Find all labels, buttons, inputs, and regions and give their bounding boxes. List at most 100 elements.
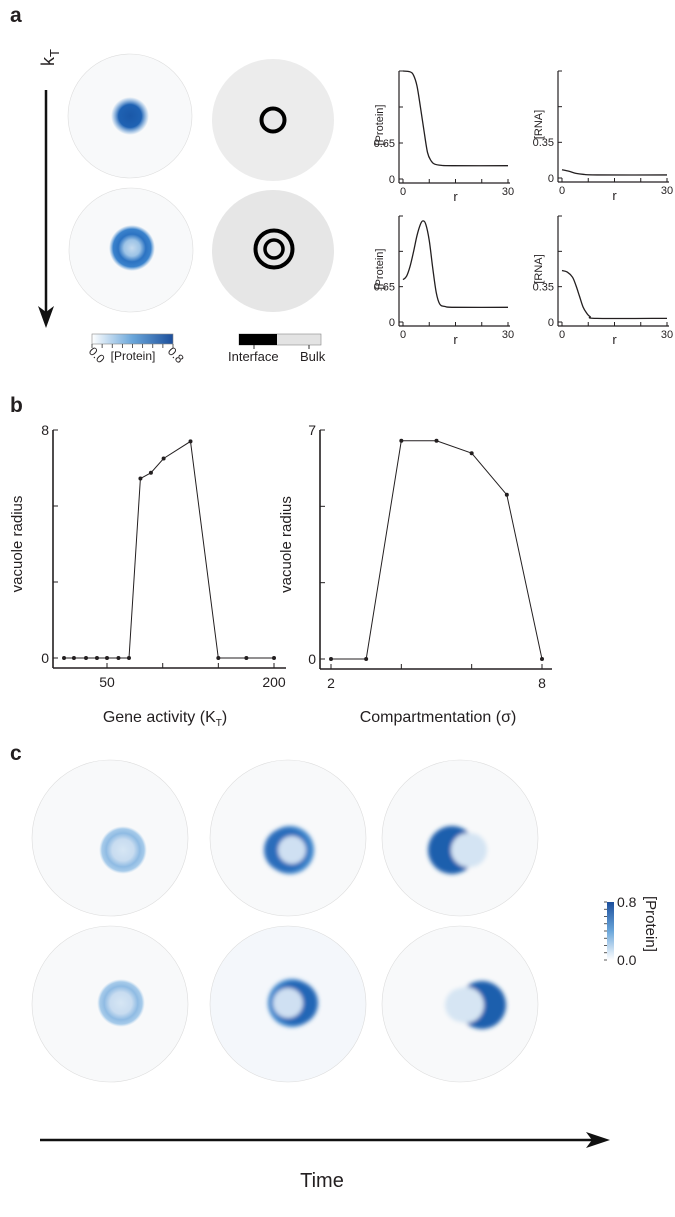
protein-colorbar: 0.0 0.8 [Protein]	[86, 333, 187, 366]
y-tick-label: 8	[41, 422, 49, 438]
y-axis-label: [RNA]	[533, 110, 545, 139]
data-point	[161, 456, 166, 461]
time-domain-3-bottom	[381, 925, 539, 1083]
x-tick-label: 30	[502, 329, 514, 341]
x-tick-label: 0	[559, 329, 565, 341]
time-arrow: Time	[40, 1132, 610, 1192]
data-point	[188, 439, 193, 444]
arrow-head-icon	[586, 1132, 610, 1148]
phase-label-interface: Interface	[228, 349, 279, 364]
x-tick-label: 0	[559, 185, 565, 197]
y-tick-label: 0	[308, 651, 316, 667]
data-point	[540, 657, 544, 661]
data-point	[434, 438, 439, 443]
panel-label-c: c	[10, 742, 22, 765]
x-axis-label: r	[453, 332, 458, 347]
x-axis-label: Compartmentation (σ)	[360, 709, 517, 726]
time-colorbar: 0.8 0.0 [Protein]	[604, 894, 659, 968]
x-tick-label: 30	[661, 185, 673, 197]
time-domain-2-top	[209, 759, 367, 917]
time-domain-1-bottom	[31, 925, 189, 1083]
x-tick-label: 30	[661, 329, 673, 341]
colorbar-min-label: 0.0	[86, 344, 108, 366]
x-axis-label: r	[612, 332, 617, 347]
data-point	[116, 656, 121, 660]
y-axis-label: vacuole radius	[9, 496, 26, 593]
data-point	[329, 657, 333, 661]
data-point	[364, 657, 369, 661]
colorbar-label: [Protein]	[111, 349, 156, 363]
y-tick-label: 0	[389, 317, 395, 329]
domain-protein-top	[67, 53, 193, 179]
data-point	[126, 656, 131, 660]
phase-colorbar: Interface Bulk	[228, 333, 326, 364]
arrow-head-icon	[38, 306, 54, 328]
series-line	[402, 70, 509, 167]
y-tick-label: 0.65	[374, 282, 395, 294]
series-line	[402, 220, 509, 309]
chart-0: 0 0.65 0 30 [Protein] r	[374, 70, 514, 204]
chart-1: 0 0.35 0 30 [RNA] r	[533, 70, 673, 203]
y-tick-label: 0.65	[374, 138, 395, 150]
panel-label-b: b	[10, 394, 23, 417]
y-axis-label: [Protein]	[374, 105, 386, 146]
y-axis-label: vacuole radius	[278, 496, 295, 593]
y-tick-label: 7	[308, 422, 316, 438]
x-tick-label: 50	[99, 674, 115, 690]
x-axis-label: r	[612, 188, 617, 203]
x-tick-label: 0	[400, 186, 406, 198]
kt-arrow: kT	[38, 49, 62, 328]
x-tick-label: 8	[538, 675, 546, 691]
data-point	[71, 656, 76, 660]
kt-label: kT	[38, 49, 62, 66]
data-point	[105, 656, 109, 660]
time-label: Time	[300, 1170, 344, 1192]
x-tick-label: 2	[327, 675, 335, 691]
data-point	[148, 470, 153, 475]
data-point	[504, 492, 509, 497]
y-tick-label: 0	[41, 650, 49, 666]
y-axis-label: [RNA]	[533, 254, 545, 283]
domain-protein-bottom	[68, 187, 194, 313]
x-tick-label: 30	[502, 186, 514, 198]
phase-label-bulk: Bulk	[300, 349, 326, 364]
panel-label-a: a	[10, 4, 22, 27]
series-line	[561, 169, 668, 176]
data-point	[469, 451, 474, 456]
data-point	[83, 656, 88, 660]
series-line	[561, 269, 668, 320]
colorbar-max-label: 0.8	[617, 894, 637, 910]
data-point	[138, 476, 143, 481]
time-domain-2-bottom	[209, 925, 367, 1083]
colorbar-max-label: 0.8	[165, 344, 187, 366]
y-axis-label: [Protein]	[374, 249, 386, 290]
x-axis-label: Gene activity (KT)	[103, 709, 227, 729]
x-axis-label: r	[453, 189, 458, 204]
series-line	[64, 440, 274, 659]
chart-2: 0 0.65 0 30 [Protein] r	[374, 215, 514, 347]
domain-phase-bottom	[212, 190, 334, 312]
y-tick-label: 0.35	[533, 282, 554, 294]
chart-3: 0 0.35 0 30 [RNA] r	[533, 215, 673, 347]
colorbar-label: [Protein]	[642, 896, 659, 952]
colorbar-min-label: 0.0	[617, 952, 637, 968]
time-domain-1-top	[31, 759, 189, 917]
y-tick-label: 0	[548, 317, 554, 329]
data-point	[399, 438, 404, 443]
y-tick-label: 0.35	[533, 137, 554, 149]
time-domain-3-top	[381, 759, 539, 917]
x-tick-label: 200	[262, 674, 286, 690]
y-tick-label: 0	[548, 173, 554, 185]
x-tick-label: 0	[400, 329, 406, 341]
data-point	[94, 656, 99, 660]
data-point	[244, 656, 249, 660]
data-point	[272, 656, 276, 660]
domain-phase-top	[212, 59, 334, 181]
data-point	[62, 656, 67, 660]
series-line	[331, 440, 543, 660]
y-tick-label: 0	[389, 174, 395, 186]
data-point	[216, 656, 221, 660]
